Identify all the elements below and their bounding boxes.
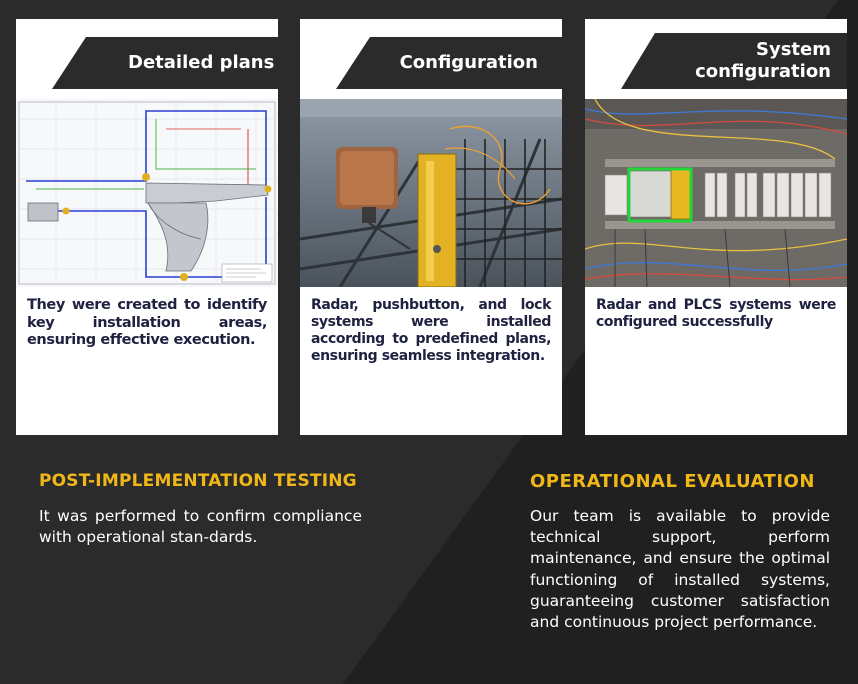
card-detailed-plans: Detailed plans <box>16 19 278 435</box>
radar-sensor-photo <box>300 99 562 287</box>
card-title-line-1: System <box>756 39 831 60</box>
electrical-panel-photo <box>585 99 847 287</box>
card-description: Radar and PLCS systems were configured s… <box>596 297 836 330</box>
card-title: Detailed plans <box>128 52 275 73</box>
operational-evaluation-text: Our team is available to provide technic… <box>530 507 830 632</box>
card-system-configuration: System configuration <box>585 19 847 435</box>
card-description: They were created to identify key instal… <box>27 297 267 348</box>
card-title-tab: Detailed plans <box>52 37 278 89</box>
card-title-tab: System configuration <box>621 33 847 89</box>
operational-evaluation-heading: OPERATIONAL EVALUATION <box>530 471 815 492</box>
card-description: Radar, pushbutton, and lock systems were… <box>311 297 551 364</box>
card-title-line-2: configuration <box>695 61 831 82</box>
card-title-tab: Configuration <box>336 37 562 89</box>
post-implementation-testing-text: It was performed to confirm compliance w… <box>39 507 362 547</box>
post-implementation-testing-heading: POST-IMPLEMENTATION TESTING <box>39 471 357 491</box>
card-configuration: Configuration <box>300 19 562 435</box>
floor-plan-image <box>16 99 278 287</box>
card-title: Configuration <box>399 52 538 73</box>
